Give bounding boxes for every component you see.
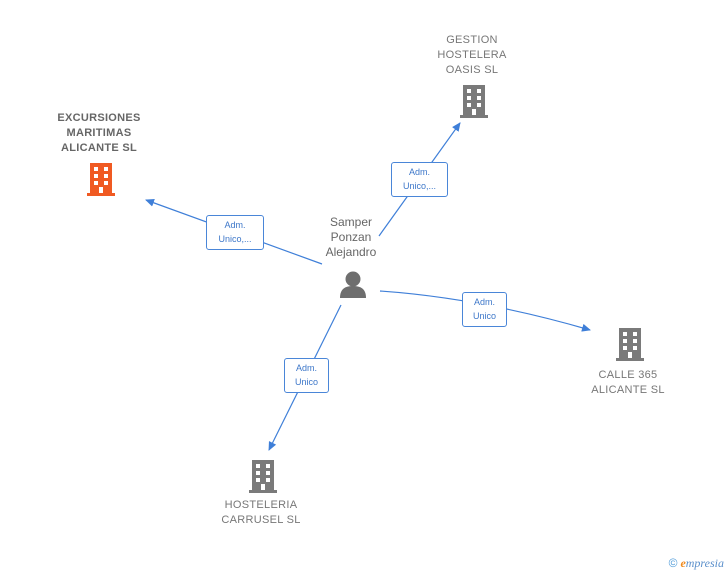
brand-initial: e <box>680 556 686 570</box>
company-label-excursiones[interactable]: EXCURSIONES MARITIMAS ALICANTE SL <box>57 112 141 154</box>
building-icon-calle365[interactable] <box>616 328 644 361</box>
person-name-label[interactable]: Samper Ponzan Alejandro <box>325 215 377 259</box>
building-icon-carrusel[interactable] <box>249 460 277 493</box>
edge-label-excursiones: Adm. Unico,... <box>206 215 264 250</box>
company-label-calle365[interactable]: CALLE 365 ALICANTE SL <box>591 369 665 396</box>
person-icon[interactable] <box>340 271 366 299</box>
edge-label-carrusel: Adm. Unico <box>284 358 329 393</box>
edge-label-calle365: Adm. Unico <box>462 292 507 327</box>
edge-label-gestion: Adm. Unico,... <box>391 162 448 197</box>
company-label-carrusel[interactable]: HOSTELERIA CARRUSEL SL <box>221 499 301 526</box>
brand-name: mpresia <box>685 556 724 570</box>
building-icon-gestion[interactable] <box>460 85 488 118</box>
building-icon-excursiones[interactable] <box>87 163 115 196</box>
brand-footer: ©empresia <box>669 556 724 571</box>
company-label-gestion[interactable]: GESTION HOSTELERA OASIS SL <box>437 34 507 76</box>
copyright-icon: © <box>668 556 678 570</box>
